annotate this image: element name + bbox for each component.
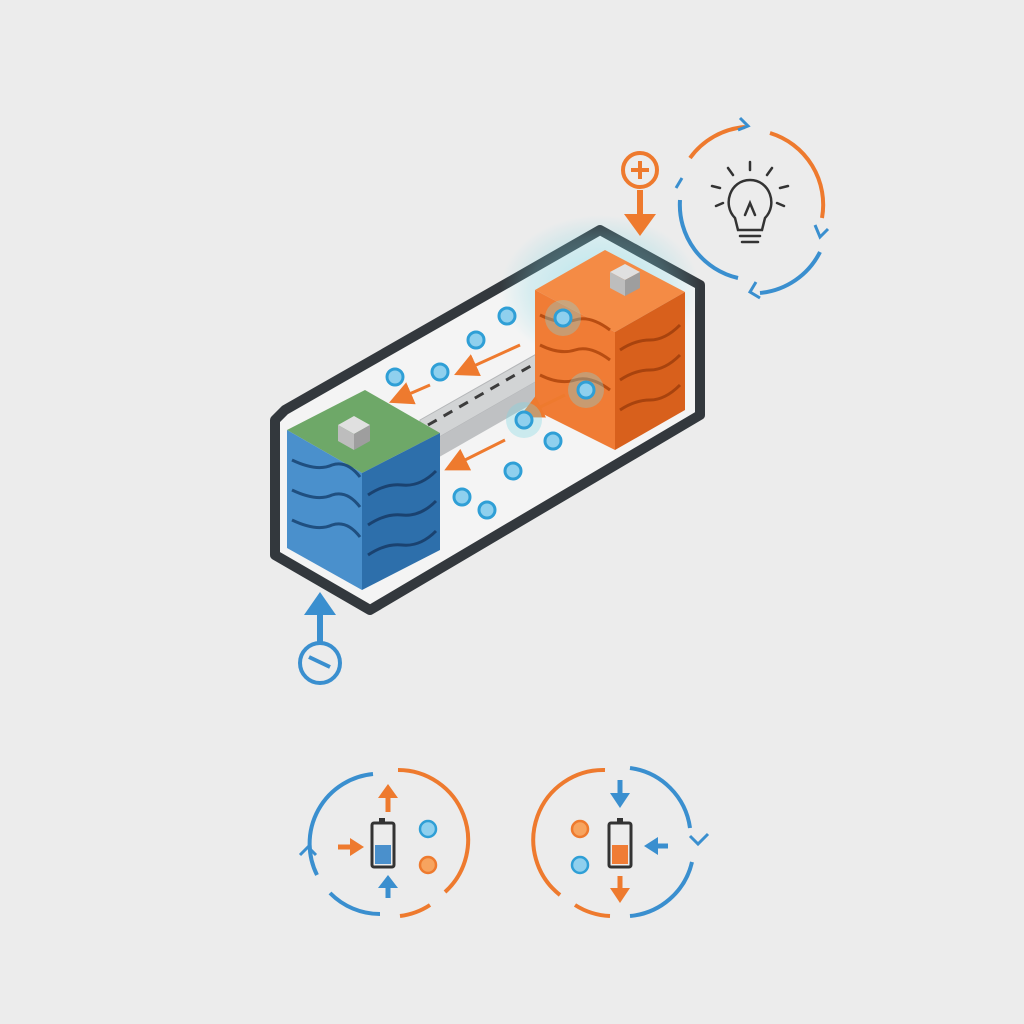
charging-bottom-up-arrow-icon <box>378 875 398 888</box>
minus-circle-icon <box>308 655 331 669</box>
lithium-ions <box>385 300 604 520</box>
cathode-terminal-block <box>610 264 640 296</box>
lithium-ion <box>466 330 486 350</box>
charging-state-icon <box>298 767 471 918</box>
plus-circle-icon <box>631 161 649 179</box>
battery-charging-icon <box>370 818 396 869</box>
lithium-ion <box>553 308 573 328</box>
discharging-bottom-down-arrow-icon <box>610 888 630 903</box>
anode-block <box>287 390 440 590</box>
lithium-ion <box>543 431 563 451</box>
lithium-ion <box>477 500 497 520</box>
charging-right-arrow-icon <box>350 838 364 856</box>
cathode-block <box>535 250 685 450</box>
anode-terminal-block <box>338 416 370 450</box>
ion-flow-arrows <box>388 343 566 471</box>
positive-down-arrow-icon <box>624 214 656 236</box>
negative-terminal-indicator <box>298 592 342 685</box>
load-cycle <box>674 116 830 300</box>
lithium-ion <box>576 380 596 400</box>
lithium-ion <box>430 362 450 382</box>
lithium-ion <box>385 367 405 387</box>
charging-up-arrow-icon <box>378 784 398 798</box>
discharging-left-arrow-icon <box>644 837 658 855</box>
lithium-ion <box>452 487 472 507</box>
lithium-ion <box>514 410 534 430</box>
discharging-down-arrow-icon <box>610 793 630 808</box>
positive-terminal-indicator <box>621 151 659 236</box>
lithium-ion <box>497 306 517 326</box>
lithium-ion <box>503 461 523 481</box>
discharging-state-icon <box>531 766 710 918</box>
lightbulb-icon <box>710 160 790 244</box>
negative-up-arrow-icon <box>304 592 336 615</box>
battery-discharging-icon <box>607 818 633 869</box>
